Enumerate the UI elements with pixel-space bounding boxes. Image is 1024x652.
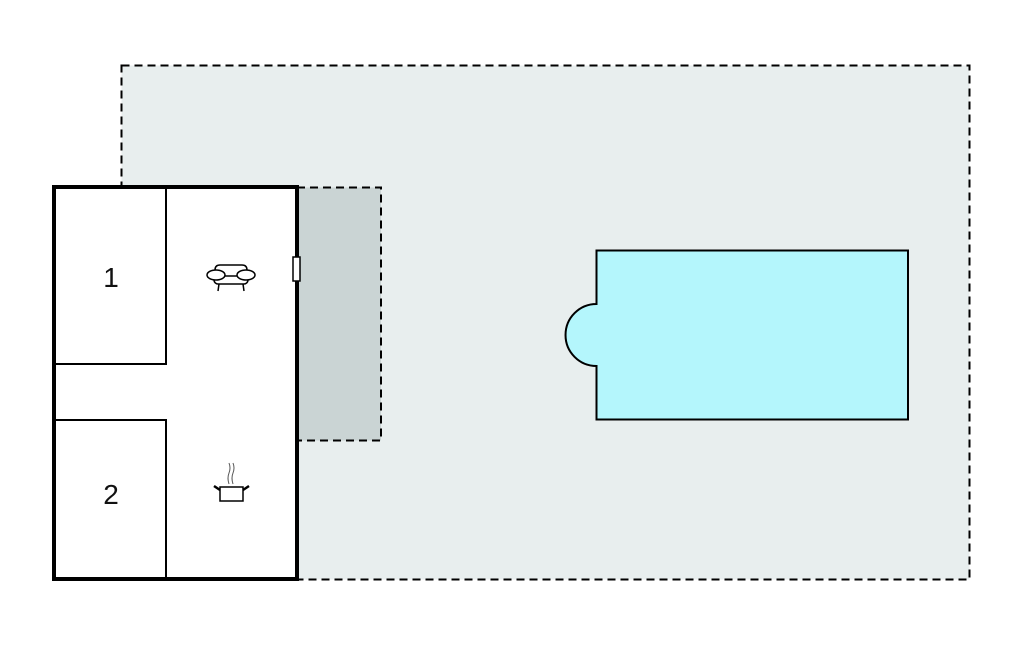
terrace-area (296, 186, 382, 442)
swimming-pool (564, 249, 909, 421)
room-1-label: 1 (103, 262, 119, 293)
sofa-icon (206, 264, 256, 292)
cooking-pot-icon (213, 462, 250, 502)
room-2-label: 2 (103, 479, 119, 510)
house (52, 185, 299, 581)
door-icon (292, 256, 301, 282)
